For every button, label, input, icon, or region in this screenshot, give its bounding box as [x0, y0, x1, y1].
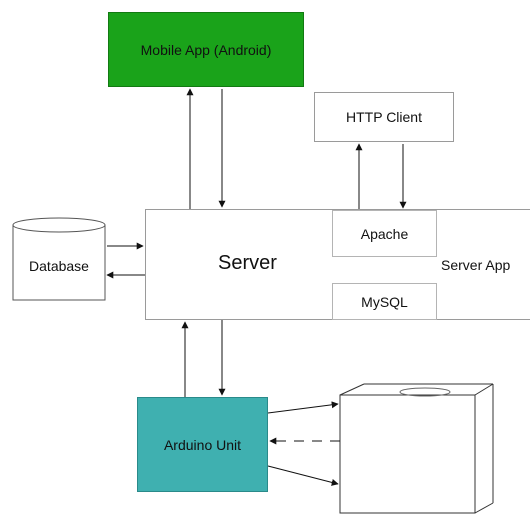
- mobile-app-node: Mobile App (Android): [108, 12, 304, 87]
- arduino-unit-label: Arduino Unit: [163, 436, 242, 453]
- container-box-wireframe: [339, 383, 494, 514]
- apache-node: Apache: [332, 210, 437, 257]
- mobile-app-label: Mobile App (Android): [140, 41, 272, 58]
- http-client-node: HTTP Client: [314, 92, 454, 142]
- arrow-arduino-to-box-top: [267, 401, 339, 414]
- mysql-label: MySQL: [361, 293, 408, 310]
- server-app-label: Server App: [441, 257, 511, 273]
- http-client-label: HTTP Client: [346, 109, 422, 125]
- arduino-unit-node: Arduino Unit: [137, 397, 268, 492]
- server-label: Server: [218, 252, 277, 274]
- apache-label: Apache: [360, 225, 409, 242]
- arrow-arduino-to-box-bottom: [267, 465, 339, 486]
- server-app-node: Server App: [441, 245, 530, 285]
- database-label: Database: [29, 258, 89, 274]
- database-cylinder: [12, 217, 106, 301]
- mysql-node: MySQL: [332, 283, 437, 320]
